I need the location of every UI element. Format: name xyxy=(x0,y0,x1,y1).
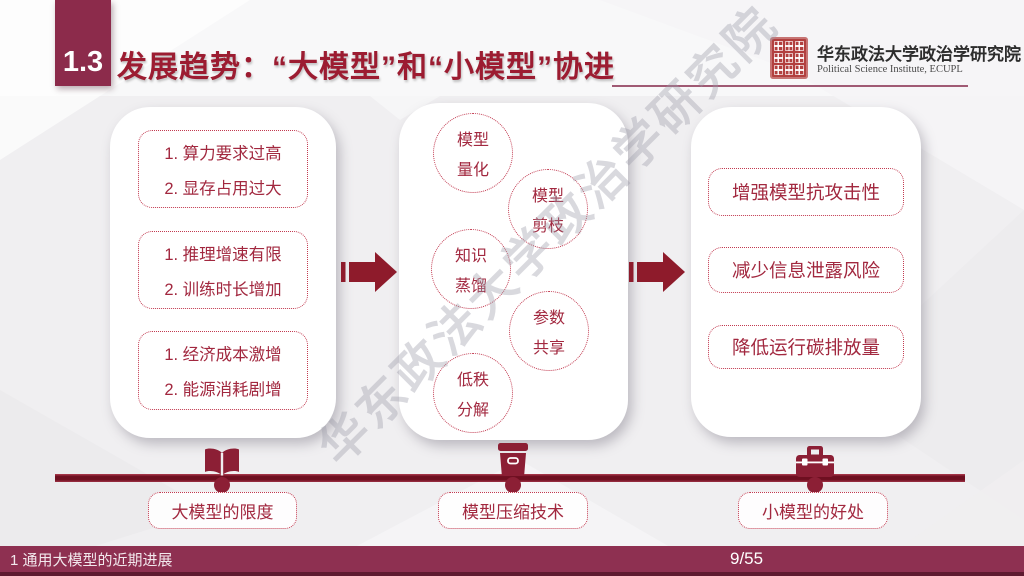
technique-line: 模型 xyxy=(456,132,489,149)
footer-bottom-strip xyxy=(0,572,1024,576)
technique-line: 知识 xyxy=(454,248,487,265)
panel-limits: 1. 算力要求过高 2. 显存占用过大 1. 推理增速有限 2. 训练时长增加 … xyxy=(110,107,336,438)
timeline-dot xyxy=(505,477,521,493)
timeline-label: 模型压缩技术 xyxy=(438,492,588,529)
timeline-label: 大模型的限度 xyxy=(148,492,297,529)
technique-line: 共享 xyxy=(532,340,565,357)
timeline-dot xyxy=(807,477,823,493)
timeline-label: 小模型的好处 xyxy=(738,492,888,529)
footer-section-title: 1 通用大模型的近期进展 xyxy=(10,551,173,569)
benefit-item: 降低运行碳排放量 xyxy=(708,325,904,369)
limit-item: 1. 推理增速有限 2. 训练时长增加 xyxy=(138,231,308,309)
header-divider xyxy=(612,85,968,87)
striped-right-arrow-icon xyxy=(341,252,397,292)
panel-benefits: 增强模型抗攻击性 减少信息泄露风险 降低运行碳排放量 xyxy=(691,107,921,437)
footer-bar xyxy=(0,546,1024,572)
panel-compression-techniques: 模型 量化 模型 剪枝 知识 蒸馏 参数 共享 低秩 分解 xyxy=(399,103,628,440)
limit-line: 1. 算力要求过高 xyxy=(164,144,282,163)
technique-line: 量化 xyxy=(456,162,489,179)
limit-line: 2. 显存占用过大 xyxy=(164,179,282,198)
limit-item: 1. 经济成本激增 2. 能源消耗剧增 xyxy=(138,331,308,410)
striped-right-arrow-icon xyxy=(629,252,685,292)
storage-box-icon xyxy=(498,443,528,476)
technique-circle: 参数 共享 xyxy=(509,291,589,371)
limit-line: 1. 推理增速有限 xyxy=(164,245,282,264)
technique-line: 低秩 xyxy=(456,372,489,389)
technique-circle: 模型 剪枝 xyxy=(508,169,588,249)
org-name-cn: 华东政法大学政治学研究院 xyxy=(817,45,1021,64)
university-seal-icon xyxy=(770,37,808,79)
section-number-badge: 1.3 xyxy=(55,0,111,86)
book-icon xyxy=(205,448,239,476)
limit-item: 1. 算力要求过高 2. 显存占用过大 xyxy=(138,130,308,208)
page-number: 9/55 xyxy=(730,549,764,568)
technique-circle: 低秩 分解 xyxy=(433,353,513,433)
limit-line: 2. 能源消耗剧增 xyxy=(164,381,282,399)
technique-line: 分解 xyxy=(456,402,489,419)
page-title: 发展趋势：“大模型”和“小模型”协进 xyxy=(117,51,615,84)
org-name-en: Political Science Institute, ECUPL xyxy=(817,64,963,75)
technique-circle: 知识 蒸馏 xyxy=(431,229,511,309)
timeline-dot xyxy=(214,477,230,493)
benefit-item: 减少信息泄露风险 xyxy=(708,247,904,293)
benefit-item: 增强模型抗攻击性 xyxy=(708,168,904,216)
technique-line: 剪枝 xyxy=(531,218,564,235)
limit-line: 1. 经济成本激增 xyxy=(164,346,282,364)
technique-line: 参数 xyxy=(532,310,565,327)
technique-line: 模型 xyxy=(531,188,564,205)
limit-line: 2. 训练时长增加 xyxy=(164,280,282,299)
technique-circle: 模型 量化 xyxy=(433,113,513,193)
toolbox-icon xyxy=(796,446,834,477)
technique-line: 蒸馏 xyxy=(454,278,487,295)
